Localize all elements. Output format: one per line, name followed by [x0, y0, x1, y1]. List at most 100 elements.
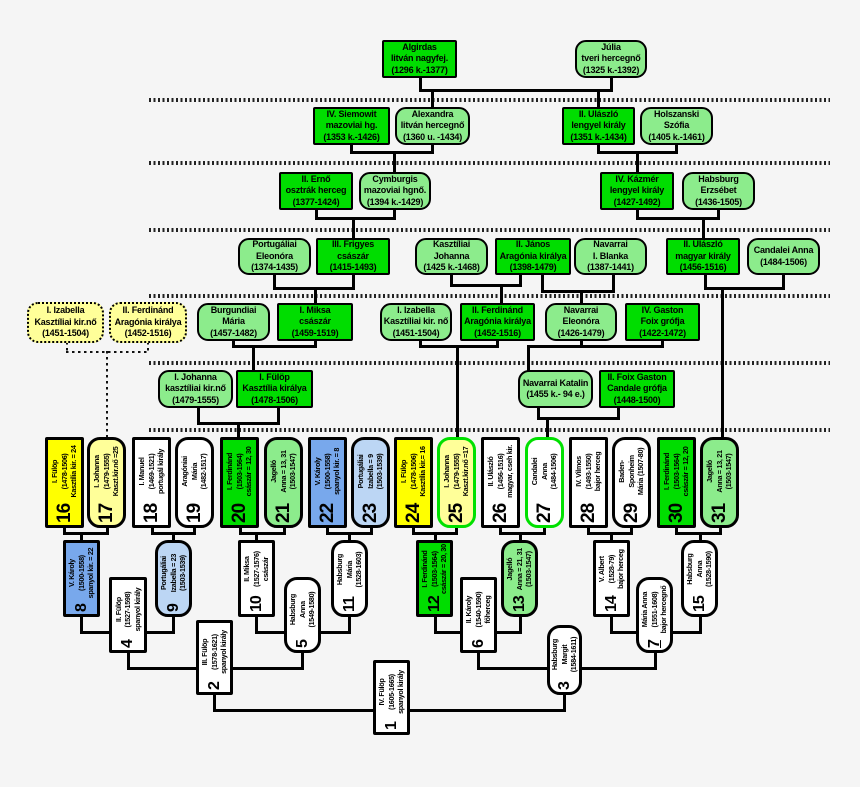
node-label: Mária: [222, 316, 245, 327]
node-label: (1360 u. -1434): [402, 131, 463, 142]
ahnentafel-number: 1: [382, 722, 400, 730]
connector-line: [348, 531, 351, 542]
connector-line: [674, 143, 678, 154]
connector-line: [635, 150, 639, 174]
connector-line: [563, 693, 566, 712]
node-label: (1500-1558): [76, 555, 86, 591]
connector-line: [80, 531, 83, 542]
node-label: II. Ernő: [301, 173, 331, 184]
node-label: Kasztília kir. = 24: [69, 445, 79, 498]
node-label: (1457-1482): [210, 327, 257, 338]
node-label: császár = 12, 30: [244, 446, 254, 497]
node-label: Aragóniai: [180, 456, 190, 487]
node-label: Navarrai: [593, 239, 628, 250]
node-label: Eleonóra: [256, 250, 293, 261]
connector-line: [213, 708, 375, 712]
connector-line: [596, 88, 600, 109]
connector-line: [635, 208, 639, 220]
connector-line: [518, 615, 522, 634]
connector-line: [720, 286, 724, 439]
ahnentafel-number: 11: [340, 597, 358, 612]
node-label: (1351 k.-1434): [570, 131, 627, 142]
generation-separator: [149, 361, 830, 365]
connector-line: [313, 286, 317, 305]
connector-line: [495, 630, 522, 634]
node-label: (1493-1550): [583, 453, 593, 490]
node-label: kasztíliai kir.nő: [165, 383, 226, 394]
node-label: Habsburg: [288, 593, 298, 626]
node-label: lengyel király: [609, 185, 665, 196]
node-label: (1527-1598): [123, 591, 133, 628]
connector-line: [540, 273, 544, 293]
node-label: Kasztília kir.= 16: [418, 446, 428, 497]
node-label: II. Fülöp: [113, 597, 123, 622]
connector-line: [719, 526, 722, 535]
node-label: II. Ulászló: [683, 239, 723, 250]
connector-line: [255, 531, 258, 542]
node-label: I. Fülöp: [399, 459, 409, 484]
node-label: Anna: [297, 601, 307, 618]
node-label: (1415-1493): [329, 262, 377, 273]
node-label: IV. Kázmér: [615, 173, 659, 184]
node-label: Portugáliai: [252, 239, 297, 250]
node-navarrai-katalin: Navarrai Katalin(1455 k.- 94 e.): [518, 370, 593, 408]
node-label: Foix grófja: [640, 316, 685, 327]
connector-line: [610, 615, 613, 634]
node-label: (1478-1506): [408, 453, 418, 490]
node-label: II. Károly: [464, 595, 474, 624]
node-label: (1503-1539): [178, 555, 188, 591]
node-label: (1456-1516): [679, 262, 727, 273]
node-label: (1479-1555): [451, 453, 461, 490]
node-ahn-24: 24 I. Fülöp(1478-1506)Kasztília kir.= 16: [394, 437, 433, 528]
node-label: V. Károly: [313, 457, 323, 486]
ahnentafel-number: 24: [403, 503, 424, 523]
node-label: Izabella = 23: [168, 553, 178, 593]
node-label: Kasztíliai kir.nő: [34, 316, 97, 327]
connector-line: [408, 708, 566, 712]
node-label: Anna: [539, 463, 549, 480]
node-label: Aragónia királya: [499, 250, 567, 261]
connector-line: [272, 273, 276, 290]
node-label: Candalei: [530, 457, 540, 486]
dotted-connector-line: [65, 341, 69, 354]
node-label: (1551-1608): [649, 591, 659, 628]
connector-line: [430, 143, 434, 154]
connector-line: [231, 339, 235, 348]
node-label: I. Johanna: [92, 455, 102, 488]
node-label: (1503-1564): [671, 453, 681, 490]
node-label: császár = 12, 20: [681, 446, 691, 497]
node-label: II. János: [515, 239, 551, 250]
connector-line: [526, 344, 664, 348]
node-label: Erzsébet: [700, 185, 737, 196]
connector-line: [433, 615, 437, 634]
ahnentafel-number: 22: [317, 503, 338, 523]
node-label: spanyol király: [396, 670, 406, 714]
connector-line: [418, 339, 422, 348]
connector-line: [610, 531, 613, 542]
ahnentafel-number: 4: [119, 640, 136, 648]
connector-line: [314, 216, 396, 220]
node-label: (1484-1506): [760, 256, 807, 267]
node-label: (1422-1472): [639, 327, 686, 338]
connector-line: [351, 273, 355, 290]
node-label: II. Foix Gaston: [607, 371, 667, 382]
node-label: portugál király: [156, 448, 166, 494]
node-label: Eleonóra: [562, 316, 600, 327]
node-label: (1482-1517): [199, 453, 209, 490]
node-label: Navarrai: [563, 304, 599, 315]
